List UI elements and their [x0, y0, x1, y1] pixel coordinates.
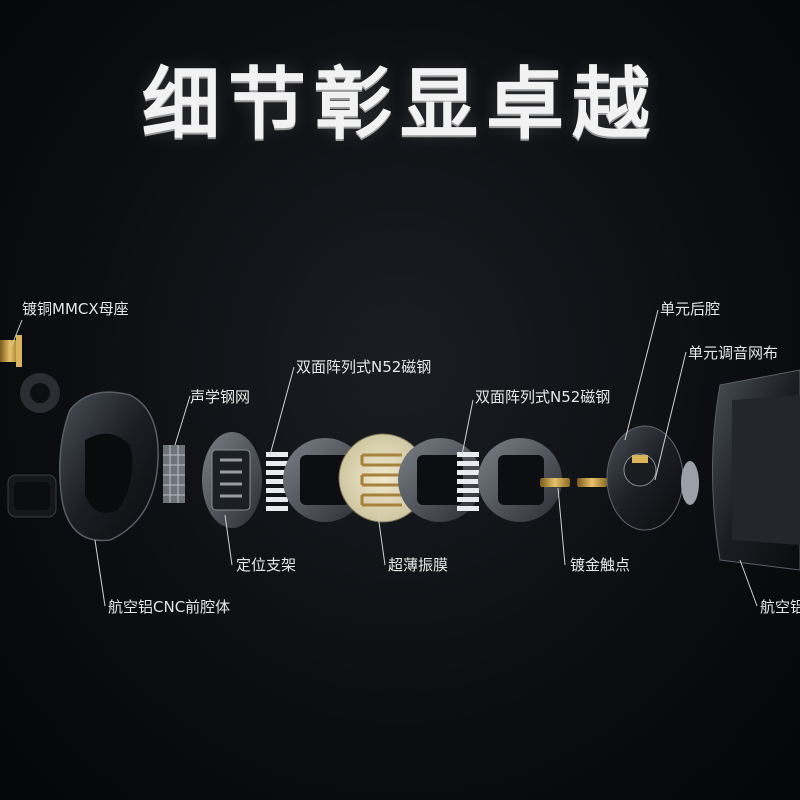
- tuning-cloth: [681, 461, 699, 505]
- label-acoustic-mesh: 声学钢网: [190, 388, 251, 406]
- label-diaphragm: 超薄振膜: [388, 556, 449, 574]
- label-gold-contacts: 镀金触点: [570, 556, 631, 574]
- front-shell: [7, 391, 159, 542]
- label-bracket: 定位支架: [236, 556, 297, 574]
- label-rear-chamber: 单元后腔: [660, 300, 721, 318]
- label-magnet-right: 双面阵列式N52磁钢: [475, 388, 611, 406]
- leader-lines: [11, 309, 758, 607]
- gold-contacts: [540, 478, 607, 487]
- magnet-plate-outer: [478, 438, 562, 522]
- mmcx-socket: [0, 335, 22, 367]
- driver-rear-chamber: [606, 425, 684, 531]
- mmcx-ring: [20, 373, 60, 413]
- positioning-bracket: [202, 432, 262, 528]
- label-tuning-cloth: 单元调音网布: [688, 344, 779, 362]
- n52-magnets-right: [457, 452, 479, 511]
- acoustic-mesh: [163, 445, 185, 503]
- label-front-shell: 航空铝CNC前腔体: [108, 598, 231, 616]
- n52-magnets-left: [266, 452, 288, 511]
- page-title: 细节彰显卓越: [141, 60, 658, 150]
- label-mmcx: 镀铜MMCX母座: [22, 300, 129, 318]
- rear-shell: [712, 369, 800, 571]
- label-magnet-left: 双面阵列式N52磁钢: [296, 358, 432, 376]
- label-rear-shell: 航空铝: [760, 598, 800, 616]
